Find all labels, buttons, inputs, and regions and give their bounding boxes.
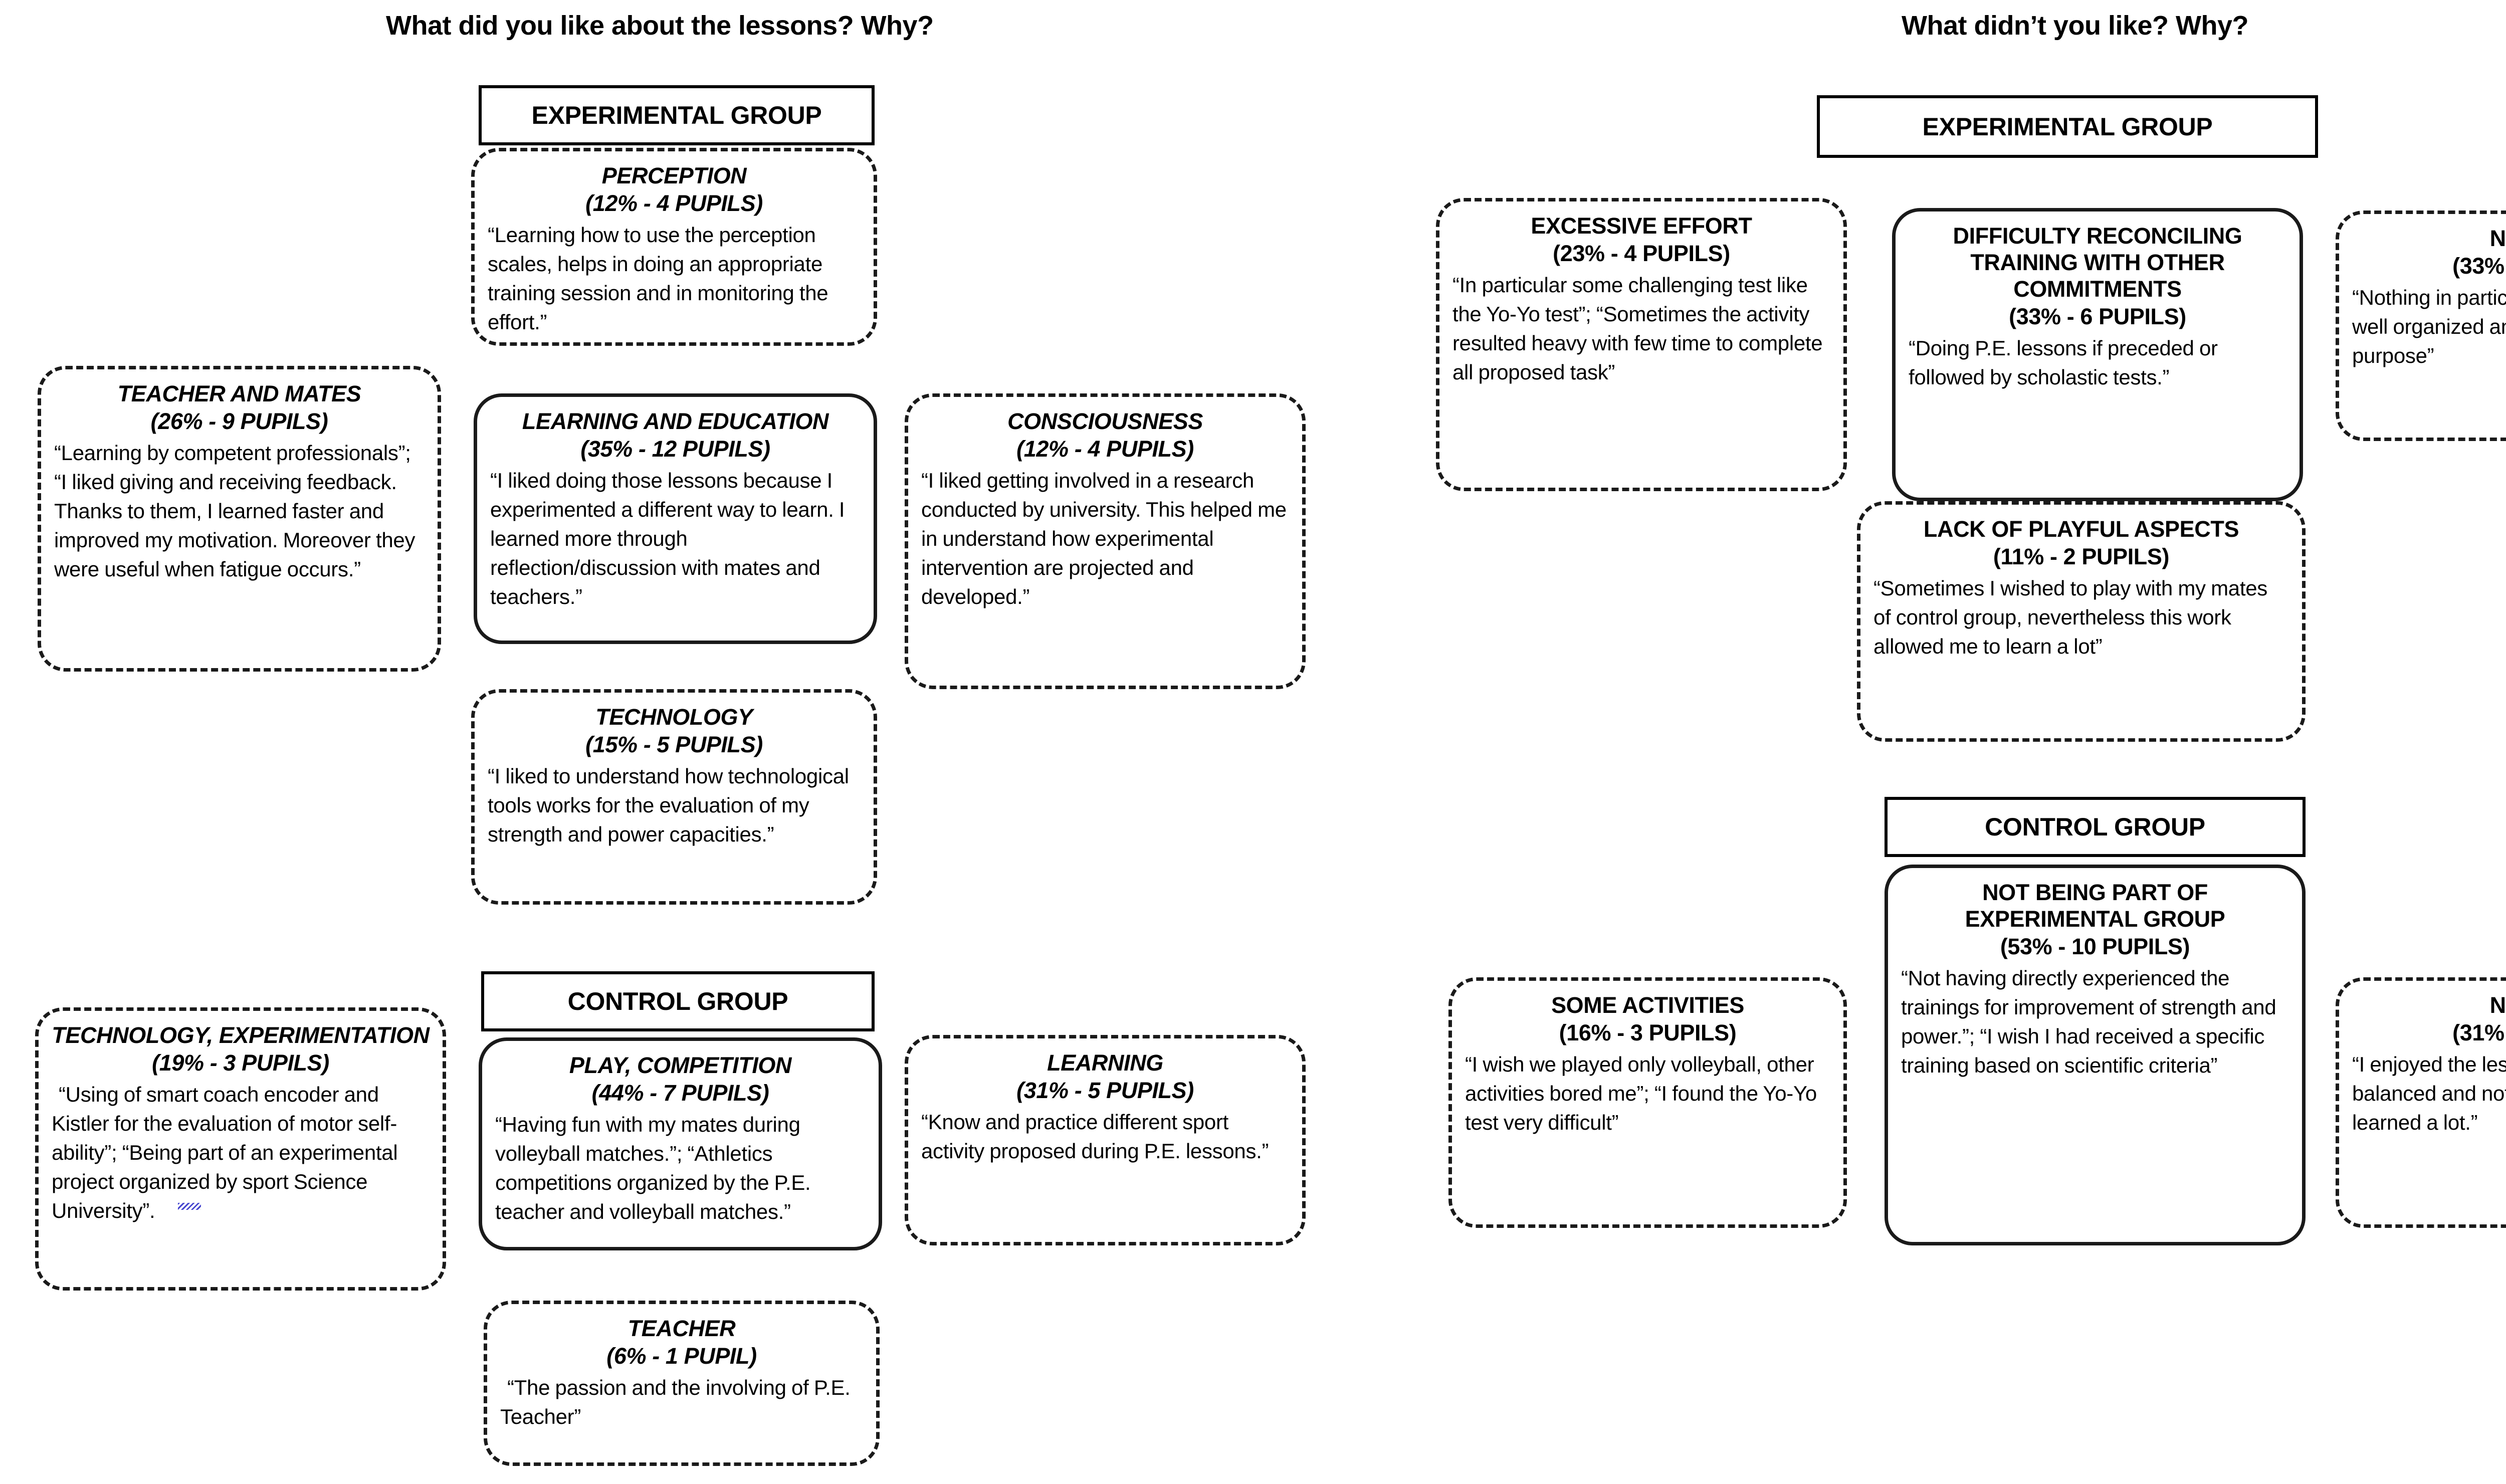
- card-count: (26% - 9 PUPILS): [150, 408, 328, 435]
- card-quote: “Learning by competent professionals”; “…: [54, 441, 415, 581]
- card-title: TEACHER AND MATES: [117, 381, 361, 406]
- card-count: (31% - 5 PUPILS): [1016, 1078, 1194, 1104]
- card-title: NOTHING: [2489, 226, 2506, 251]
- panel-title-disliked: What didn’t you like? Why?: [1902, 11, 2248, 41]
- card-title: TECHNOLOGY, EXPERIMENTATION: [52, 1022, 430, 1048]
- card-title: EXCESSIVE EFFORT: [1531, 213, 1752, 239]
- group-header-control-liked: CONTROL GROUP: [481, 971, 875, 1031]
- card-quote: “Know and practice different sport activ…: [921, 1110, 1269, 1163]
- card-quote: “I enjoyed the lessons, I found them ver…: [2352, 1052, 2506, 1135]
- card-lack-of-playful-aspects: LACK OF PLAYFUL ASPECTS (11% - 2 PUPILS)…: [1857, 501, 2306, 742]
- card-title: PERCEPTION: [601, 163, 747, 188]
- card-title: DIFFICULTY RECONCILING TRAINING WITH OTH…: [1953, 223, 2242, 302]
- group-header-experimental-disliked: EXPERIMENTAL GROUP: [1817, 95, 2318, 158]
- card-title: LEARNING: [1047, 1050, 1163, 1076]
- card-consciousness: CONSCIOUSNESS (12% - 4 PUPILS) “I liked …: [905, 393, 1306, 689]
- group-header-label: EXPERIMENTAL GROUP: [531, 101, 822, 129]
- spellcheck-squiggle-icon: [178, 1203, 201, 1210]
- card-quote: “Sometimes I wished to play with my mate…: [1873, 576, 2267, 659]
- card-title: NOT BEING PART OF EXPERIMENTAL GROUP: [1965, 880, 2225, 932]
- card-count: (33% - 6 PUPILS): [2009, 304, 2186, 330]
- panel-title-liked: What did you like about the lessons? Why…: [386, 11, 934, 41]
- card-count: (31% - 6 PUPILS): [2452, 1020, 2506, 1046]
- card-title: TEACHER: [628, 1316, 736, 1341]
- card-quote: “Having fun with my mates during volleyb…: [495, 1113, 811, 1224]
- card-teacher-and-mates: TEACHER AND MATES (26% - 9 PUPILS) “Lear…: [38, 366, 441, 672]
- card-count: (16% - 3 PUPILS): [1559, 1020, 1737, 1046]
- card-quote: “Learning how to use the perception scal…: [488, 223, 828, 334]
- card-count: (11% - 2 PUPILS): [1993, 544, 2170, 570]
- group-header-label: CONTROL GROUP: [1985, 813, 2205, 841]
- card-learning: LEARNING (31% - 5 PUPILS) “Know and prac…: [905, 1035, 1306, 1245]
- card-count: (35% - 12 PUPILS): [580, 436, 770, 462]
- card-quote: “I liked to understand how technological…: [488, 764, 849, 846]
- card-learning-and-education: LEARNING AND EDUCATION (35% - 12 PUPILS)…: [474, 393, 877, 644]
- card-count: (23% - 4 PUPILS): [1553, 241, 1730, 267]
- card-count: (6% - 1 PUPIL): [606, 1343, 757, 1369]
- card-count: (12% - 4 PUPILS): [585, 190, 763, 217]
- card-quote: “Using of smart coach encoder and Kistle…: [52, 1083, 398, 1222]
- card-title: LACK OF PLAYFUL ASPECTS: [1923, 516, 2239, 542]
- card-quote: “I wish we played only volleyball, other…: [1465, 1052, 1817, 1135]
- card-some-activities: SOME ACTIVITIES (16% - 3 PUPILS) “I wish…: [1448, 977, 1847, 1228]
- card-count: (15% - 5 PUPILS): [585, 732, 763, 758]
- card-quote: “I liked doing those lessons because I e…: [490, 469, 845, 608]
- card-title: PLAY, COMPETITION: [569, 1052, 792, 1078]
- group-header-experimental-liked: EXPERIMENTAL GROUP: [479, 85, 875, 145]
- card-technology-experimentation: TECHNOLOGY, EXPERIMENTATION (19% - 3 PUP…: [35, 1007, 446, 1291]
- group-header-label: CONTROL GROUP: [567, 987, 788, 1015]
- card-nothing-control: NOTHING (31% - 6 PUPILS) “I enjoyed the …: [2336, 977, 2506, 1228]
- group-header-label: EXPERIMENTAL GROUP: [1922, 112, 2213, 141]
- card-title: CONSCIOUSNESS: [1007, 408, 1203, 434]
- card-quote: “Nothing in particular, the training wer…: [2352, 286, 2506, 368]
- card-count: (53% - 10 PUPILS): [2000, 934, 2190, 960]
- card-quote: “Doing P.E. lessons if preceded or follo…: [1909, 336, 2218, 389]
- card-play-competition: PLAY, COMPETITION (44% - 7 PUPILS) “Havi…: [479, 1037, 882, 1250]
- card-quote: “Not having directly experienced the tra…: [1901, 966, 2276, 1078]
- card-title: TECHNOLOGY: [595, 704, 753, 730]
- card-not-being-part: NOT BEING PART OF EXPERIMENTAL GROUP (53…: [1885, 865, 2306, 1245]
- card-excessive-effort: EXCESSIVE EFFORT (23% - 4 PUPILS) “In pa…: [1436, 198, 1847, 491]
- card-count: (33% - 6 PUPILS): [2452, 253, 2506, 279]
- card-nothing-experimental: NOTHING (33% - 6 PUPILS) “Nothing in par…: [2336, 210, 2506, 441]
- card-count: (44% - 7 PUPILS): [591, 1080, 769, 1106]
- card-quote: “In particular some challenging test lik…: [1452, 273, 1823, 384]
- card-count: (19% - 3 PUPILS): [152, 1050, 329, 1076]
- card-title: NOTHING: [2489, 992, 2506, 1018]
- card-difficulty-reconciling: DIFFICULTY RECONCILING TRAINING WITH OTH…: [1892, 208, 2303, 501]
- card-quote: “I liked getting involved in a research …: [921, 469, 1287, 608]
- card-quote: “The passion and the involving of P.E. T…: [500, 1376, 851, 1429]
- card-perception: PERCEPTION (12% - 4 PUPILS) “Learning ho…: [471, 148, 877, 346]
- card-teacher: TEACHER (6% - 1 PUPIL) “The passion and …: [484, 1301, 880, 1466]
- card-title: SOME ACTIVITIES: [1551, 992, 1744, 1018]
- group-header-control-disliked: CONTROL GROUP: [1885, 797, 2306, 857]
- card-count: (12% - 4 PUPILS): [1016, 436, 1194, 462]
- card-technology: TECHNOLOGY (15% - 5 PUPILS) “I liked to …: [471, 689, 877, 905]
- card-title: LEARNING AND EDUCATION: [522, 408, 829, 434]
